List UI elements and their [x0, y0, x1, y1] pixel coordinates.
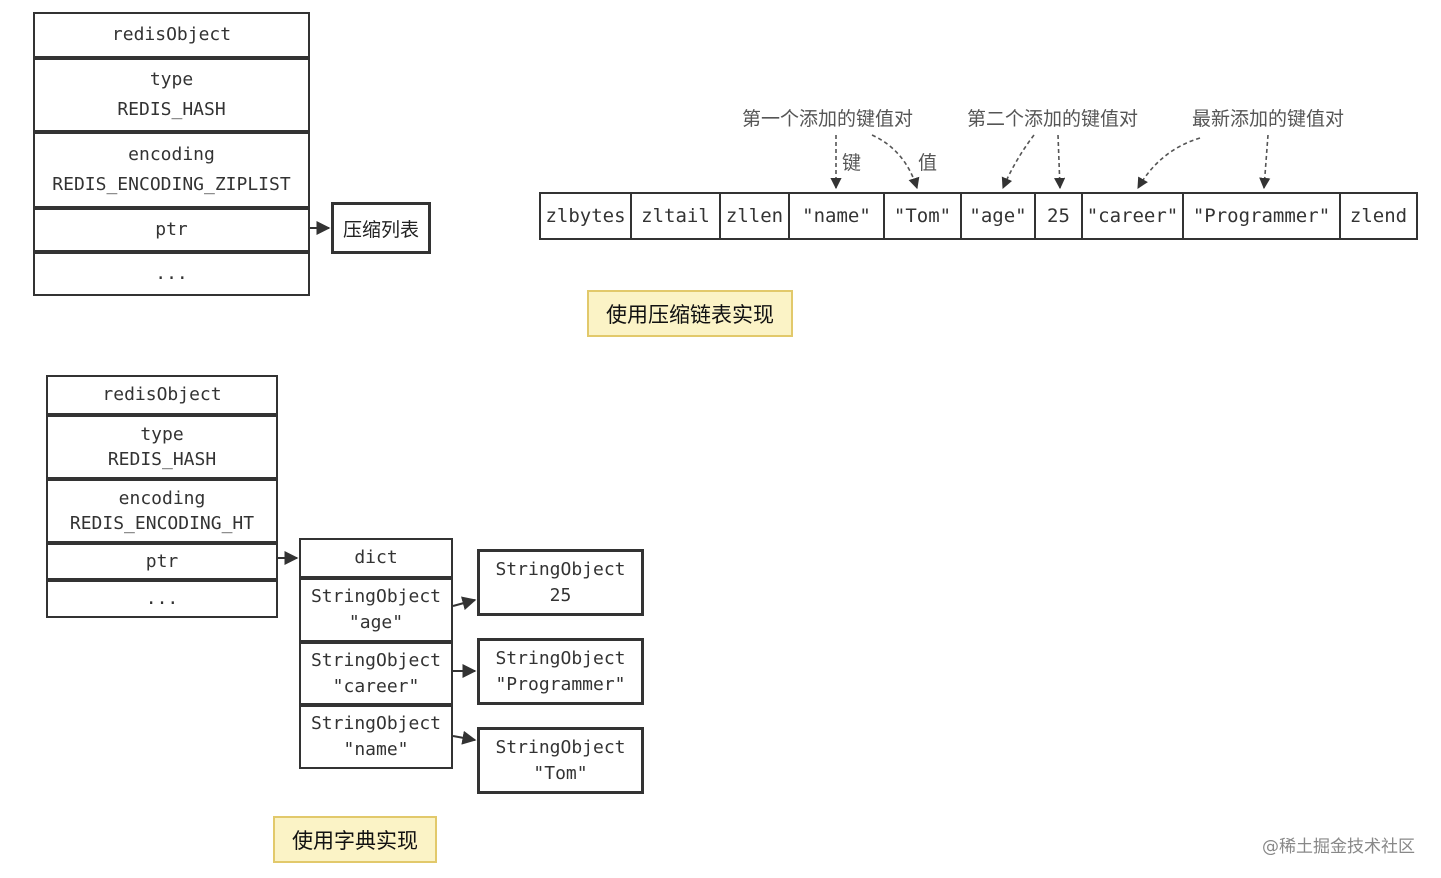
cell-text: zlbytes — [545, 205, 626, 227]
ziplist-cell-tom: "Tom" — [885, 194, 962, 238]
ziplist-cell-zlbytes: zlbytes — [541, 194, 632, 238]
ptr-label: ptr — [155, 219, 188, 240]
ziplist-cell-programmer: "Programmer" — [1184, 194, 1341, 238]
cell-text: "Programmer" — [1192, 205, 1331, 227]
ziplist-caption: 使用压缩链表实现 — [587, 290, 793, 337]
dict-caption: 使用字典实现 — [273, 816, 437, 863]
header-text: redisObject — [102, 384, 222, 405]
dict-value-25: StringObject 25 — [477, 549, 644, 616]
ziplist-target-box: 压缩列表 — [331, 202, 431, 254]
encoding-label: encoding — [118, 488, 206, 509]
watermark: @稀土掘金技术社区 — [1262, 837, 1415, 857]
ziplist-cell-zlend: zlend — [1341, 194, 1416, 238]
dict-object-type: type REDIS_HASH — [46, 415, 278, 479]
dict-object-header: redisObject — [46, 375, 278, 415]
cell-text: "age" — [969, 205, 1027, 227]
key-type: StringObject — [310, 586, 442, 607]
cell-text: "Tom" — [893, 205, 952, 227]
ziplist-cell-zltail: zltail — [632, 194, 721, 238]
encoding-value: REDIS_ENCODING_ZIPLIST — [52, 174, 291, 195]
annotation-latest-pair: 最新添加的键值对 — [1192, 108, 1345, 130]
ziplist-target-label: 压缩列表 — [342, 218, 419, 241]
type-value: REDIS_HASH — [107, 449, 217, 470]
value-value: "Programmer" — [495, 673, 626, 695]
dict-redis-object: redisObject type REDIS_HASH encoding RED… — [46, 375, 278, 618]
dict-header-text: dict — [354, 547, 398, 568]
key-value: "name" — [343, 739, 409, 760]
dict-key-career: StringObject "career" — [299, 642, 453, 705]
ziplist-object-header: redisObject — [33, 12, 310, 58]
encoding-value: REDIS_ENCODING_HT — [69, 513, 255, 534]
annotation-key: 键 — [842, 152, 862, 174]
dict-object-ptr: ptr — [46, 543, 278, 580]
ziplist-cell-age: "age" — [962, 194, 1036, 238]
ziplist-object-type: type REDIS_HASH — [33, 58, 310, 132]
ziplist-object-encoding: encoding REDIS_ENCODING_ZIPLIST — [33, 132, 310, 208]
type-value: REDIS_HASH — [117, 99, 226, 120]
second-pair-value-arrow — [1054, 134, 1066, 190]
value-value: "Tom" — [533, 762, 588, 784]
second-pair-key-arrow — [1001, 134, 1035, 190]
dict-key-name: StringObject "name" — [299, 705, 453, 769]
ellipsis-text: ... — [145, 588, 179, 609]
age-to-25-arrow — [452, 596, 477, 611]
cell-text: zltail — [641, 205, 710, 227]
key-value: "career" — [332, 675, 420, 697]
annotation-first-pair: 第一个添加的键值对 — [742, 108, 914, 130]
header-text: redisObject — [111, 24, 232, 45]
cell-text: zlend — [1349, 205, 1408, 227]
ziplist-redis-object: redisObject type REDIS_HASH encoding RED… — [33, 12, 310, 296]
value-type: StringObject — [495, 558, 626, 580]
key-type: StringObject — [310, 713, 442, 734]
latest-pair-key-arrow — [1137, 137, 1201, 189]
latest-pair-value-arrow — [1259, 134, 1271, 190]
value-value: 25 — [549, 584, 572, 606]
cell-text: "career" — [1086, 205, 1179, 227]
ptr-label: ptr — [145, 550, 179, 572]
type-label: type — [140, 424, 184, 445]
dict-object-encoding: encoding REDIS_ENCODING_HT — [46, 479, 278, 543]
ellipsis-text: ... — [155, 263, 188, 284]
dict-key-age: StringObject "age" — [299, 578, 453, 642]
ziplist-row — [539, 192, 1418, 240]
value-type: StringObject — [495, 736, 626, 758]
ziplist-cell-25: 25 — [1036, 194, 1083, 238]
key-value: "age" — [348, 612, 404, 633]
encoding-label: encoding — [128, 144, 215, 165]
cell-text: "name" — [802, 205, 871, 227]
dict-value-programmer: StringObject "Programmer" — [477, 638, 644, 705]
dict-header: dict — [299, 538, 453, 578]
first-pair-value-arrow — [871, 134, 920, 190]
annotation-second-pair: 第二个添加的键值对 — [967, 108, 1139, 130]
cell-text: 25 — [1047, 205, 1070, 227]
dict-box: dict StringObject "age" StringObject "ca… — [299, 538, 453, 769]
annotation-value: 值 — [918, 152, 938, 174]
ziplist-cell-career: "career" — [1083, 194, 1184, 238]
ziplist-object-ptr: ptr — [33, 208, 310, 252]
dict-object-ellipsis: ... — [46, 580, 278, 618]
ziplist-cell-name: "name" — [790, 194, 885, 238]
value-type: StringObject — [495, 647, 626, 669]
dict-value-tom: StringObject "Tom" — [477, 727, 644, 794]
ziplist-cell-zllen: zllen — [721, 194, 790, 238]
ziplist-object-ellipsis: ... — [33, 252, 310, 296]
name-to-tom-arrow — [452, 730, 477, 745]
type-label: type — [149, 69, 194, 90]
key-type: StringObject — [310, 649, 442, 671]
cell-text: zllen — [725, 205, 784, 227]
